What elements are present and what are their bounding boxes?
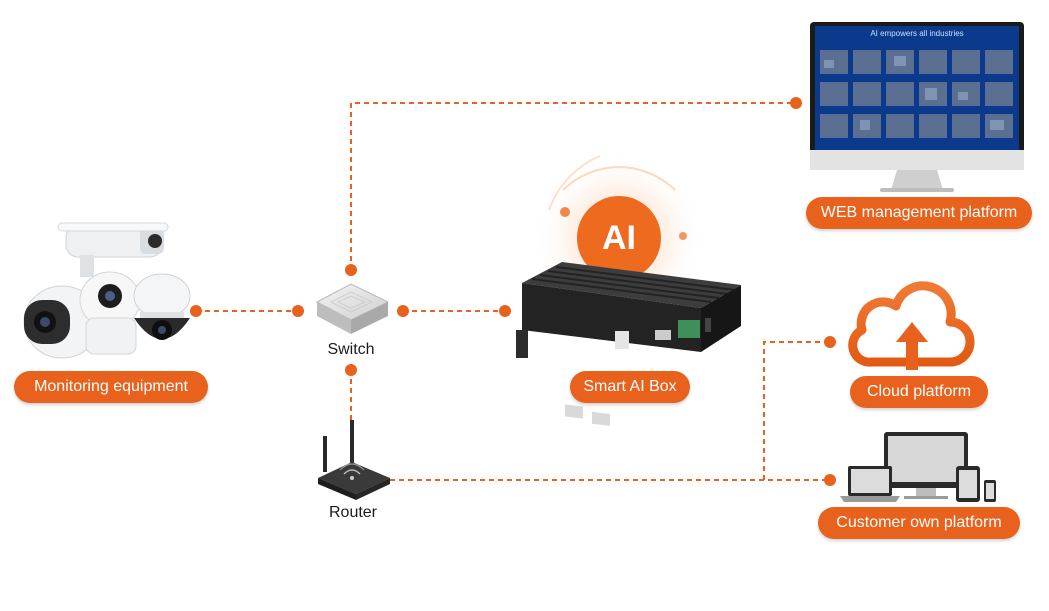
monitoring-equipment-label: Monitoring equipment	[14, 371, 208, 403]
switch-label: Switch	[327, 341, 375, 358]
cloud-upload-icon	[848, 281, 975, 370]
network-switch-icon	[315, 283, 390, 334]
connector-router-cloud	[763, 341, 830, 480]
edge-computer-icon	[516, 262, 741, 426]
customer-own-platform-label: Customer own platform	[818, 507, 1020, 539]
connector-dots	[190, 97, 836, 486]
cctv-cameras-icon	[23, 222, 191, 359]
web-management-platform-label: WEB management platform	[806, 197, 1032, 229]
monitor-icon	[810, 22, 1024, 192]
monitor-screen-title: AI empowers all industries	[870, 29, 964, 38]
cloud-platform-label: Cloud platform	[850, 376, 988, 408]
smart-ai-box-label: Smart AI Box	[570, 371, 690, 403]
wifi-router-icon	[318, 420, 390, 500]
router-label: Router	[328, 504, 378, 521]
connector-switch-web	[350, 102, 796, 270]
multi-device-icon	[840, 432, 996, 502]
ai-badge-text: AI	[602, 219, 636, 257]
